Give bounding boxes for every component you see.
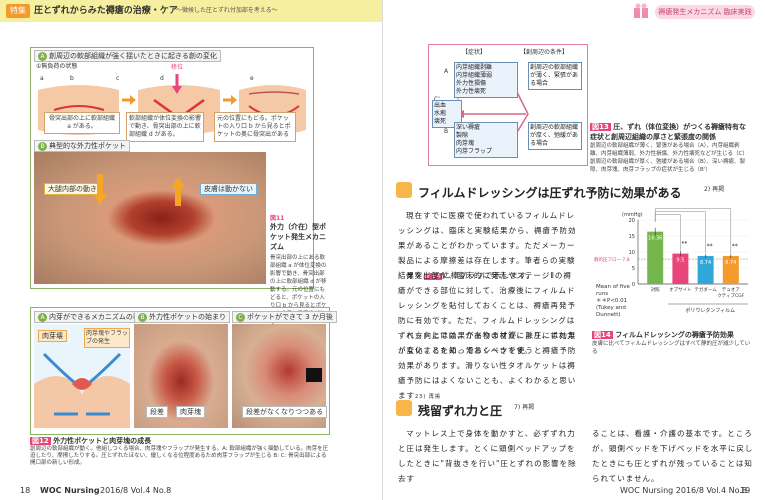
fig11-title: 外力（介在）型ポケット発生メカニズム — [270, 223, 326, 251]
flow-a-letter: A — [444, 68, 449, 75]
flow-b-letter: B — [444, 128, 449, 135]
chart-xtick: デュオア — [722, 286, 740, 293]
flow-box-b-symptoms: 深い褥瘡 製隙 肉芽塊 内芽フラップ — [454, 122, 518, 158]
section1-para3: ベッド上では、介在物の材質により、ずれ力が変化するため、滑るシーツを使うと褥瘡予… — [398, 331, 577, 400]
chart-ytick: 10 — [629, 250, 635, 256]
chart-data-label: 8.74 — [725, 260, 736, 266]
section2-text-right: ることは、看護・介護の基本です。ところが、頭側ベッドを下げベッドを水平に戻したと… — [592, 429, 754, 483]
section2-text-left: マットレス上で身体を動かすと、必ずずれ力と圧は発生します。とくに頭側ベッドアップ… — [398, 429, 577, 483]
flow-box-b-conditions: 創周辺の軟部組織が厚く、弛緩がある場合 — [528, 122, 582, 150]
step-label-1: 段差 — [146, 406, 168, 418]
section1-heading-marker — [396, 182, 412, 198]
chart-significance-bracket — [655, 208, 731, 254]
fig12-heading: 図12 外力性ポケットと肉芽塊の成長 — [30, 437, 152, 445]
page-spine — [382, 0, 383, 500]
chart-data-label: 16.36 — [648, 236, 662, 242]
fig12-caption: 図12 外力性ポケットと肉芽塊の成長 創周辺の軟部組織が動く。他組しつくる場合、… — [30, 436, 330, 467]
section2-heading-marker — [396, 400, 412, 416]
chart-significance: ** — [681, 241, 687, 248]
feature-subtitle: ～徴候した圧とずれ付加部を考える～ — [176, 7, 278, 14]
redaction-box — [306, 368, 322, 382]
section1-ref: 2) 再掲 — [704, 186, 725, 193]
letter-d: d — [160, 75, 164, 82]
letter-c: c — [116, 75, 120, 82]
chart-xtick: テガダーム — [694, 286, 717, 293]
skin-still-label: 皮膚は動かない — [200, 183, 257, 195]
feature-title: 圧とずれからみた褥瘡の治療・ケア — [34, 6, 178, 16]
chart-left-note: Mean of five runs ＊＊P<0.01 (Tukey and Du… — [596, 284, 630, 318]
section1-para2: 骨突出部が、臨床的に発赤やステージⅡの褥瘡ができる部位に対して、治療後にフィルム… — [398, 271, 577, 355]
right-page-number: 19 — [740, 486, 751, 495]
pressure-ulcer-photo-b — [34, 152, 266, 284]
section2-ref: 7) 再掲 — [514, 404, 535, 411]
fig13-heading: 図13 圧、ずれ（体位変換）がつくる褥瘡特有な症状と創周辺組織の厚さと緊張度の関… — [590, 123, 747, 141]
chart-bar — [722, 256, 739, 284]
granulation-label: 肉芽壊 — [38, 330, 67, 342]
chart-ytick: 20 — [629, 218, 635, 224]
header-bar — [0, 0, 382, 22]
chart-data-label: 8.74 — [700, 260, 711, 266]
chart-reference-label: 静的圧フロー 7.8 — [594, 256, 630, 263]
section1-heading: フィルムドレッシングは圧ずれ予防に効果がある — [418, 186, 682, 200]
letter-e: e — [250, 75, 254, 82]
feature-badge: 特集 — [6, 4, 30, 18]
step-disappearing-label: 段差がなくなりつつある — [242, 406, 328, 418]
chart-bar — [647, 231, 664, 284]
fig14-heading: 図14 フィルムドレッシングの褥瘡予防効果 — [592, 331, 734, 339]
flow-col-symptoms: 【症状】 — [462, 49, 487, 56]
flow-box-a-symptoms: 内芽組織剥離 内芽組織薄弱 外力性損傷 外力性壊死 — [454, 62, 518, 98]
chart-xtick: クティブCGF — [717, 292, 744, 299]
arrow-up-icon — [171, 177, 185, 206]
chart-ytick: 0 — [632, 282, 635, 288]
granulation-photo-label: 肉芽塊 — [176, 406, 205, 418]
chart-ylabel: (mmHg) — [622, 212, 643, 218]
left-issue: 2016/8 Vol.4 No.8 — [100, 486, 172, 495]
fig11-number: 図11 — [270, 215, 285, 222]
fig14-ref: 図14 — [423, 273, 443, 280]
left-journal-name: WOC Nursing — [40, 486, 100, 495]
chart-xtick: 対照 — [651, 286, 660, 293]
shift-arrow-label: 移位 — [171, 64, 184, 71]
film-dressing-chart: (mmHg)20 15 10 5 0 静的圧フロー 7.8 16.36 対照 9.5 オプサイト *… — [594, 208, 748, 314]
chart-data-label: 9.5 — [676, 258, 684, 264]
chart-significance: ** — [707, 243, 713, 250]
flow-box-a-conditions: 創周辺の軟部組織が薄く、緊張がある場合 — [528, 62, 582, 90]
fig12-body: 創周辺の軟部組織が動く。他組しつくる場合、肉芽塊やフラップが発生する。A: 軟部… — [30, 446, 329, 466]
flow-diagram-panel — [428, 44, 588, 166]
chart-bar — [697, 256, 714, 284]
section2-heading: 残留ずれ力と圧 — [418, 404, 503, 418]
flap-label: 肉芽塊やフラップの発生 — [84, 328, 130, 348]
arrow-down-icon — [93, 174, 107, 205]
flow-box-c: 出血 水疱 壊死 — [432, 100, 462, 128]
flow-col-conditions: 【創周辺の条件】 — [520, 49, 569, 56]
step3-note: 元の位置にもどる。ポケットの入り口 b から見るとポケットの奥に骨突出がある — [214, 112, 296, 142]
step1-note: 骨突出部の上に軟部組織 a がある。 — [44, 112, 120, 134]
letter-a: a — [40, 75, 44, 82]
chart-ytick: 5 — [632, 266, 635, 272]
fig14-caption: 図14 フィルムドレッシングの褥瘡予防効果 皮膚に比べてフィルムドレッシングはす… — [592, 330, 752, 356]
gift-icon — [634, 3, 648, 18]
chart-ytick: 15 — [629, 234, 635, 240]
chart-significance: ** — [732, 243, 738, 250]
fig13-body: 創周辺の軟部組織が薄く、緊張がある場合（A）、内芽組織剥離、内芽組織薄弱、外力性… — [590, 143, 748, 173]
step2-note: 軟部組織が体位変換の影響で動き、骨突出部の上に軟部組織 d がある。 — [126, 112, 204, 142]
left-page-number: 18 — [20, 486, 31, 495]
section1-para1: 現在すでに医療で使われているフィルムドレッシングは、臨床と実験結果から、褥瘡予防… — [398, 211, 577, 280]
chart-group-label: ポリウレタンフィルム — [685, 307, 735, 314]
fig13-caption: 図13 圧、ずれ（体位変換）がつくる褥瘡特有な症状と創周辺組織の厚さと緊張度の関… — [590, 122, 750, 174]
section-badge: 褥瘡発生メカニズム 臨床実践 — [655, 5, 755, 19]
chart-bar — [672, 253, 689, 284]
fig-a-step1-label: ①無負荷の状態 — [36, 63, 78, 70]
fig14-body: 皮膚に比べてフィルムドレッシングはすべて静的圧が減少している — [592, 341, 751, 355]
right-issue: WOC Nursing 2016/8 Vol.4 No.8 — [620, 486, 747, 495]
chart-xtick: オプサイト — [669, 287, 692, 293]
flow-c-letter: C' — [434, 96, 440, 104]
letter-b: b — [70, 75, 74, 82]
figure-12-panel — [30, 307, 330, 435]
